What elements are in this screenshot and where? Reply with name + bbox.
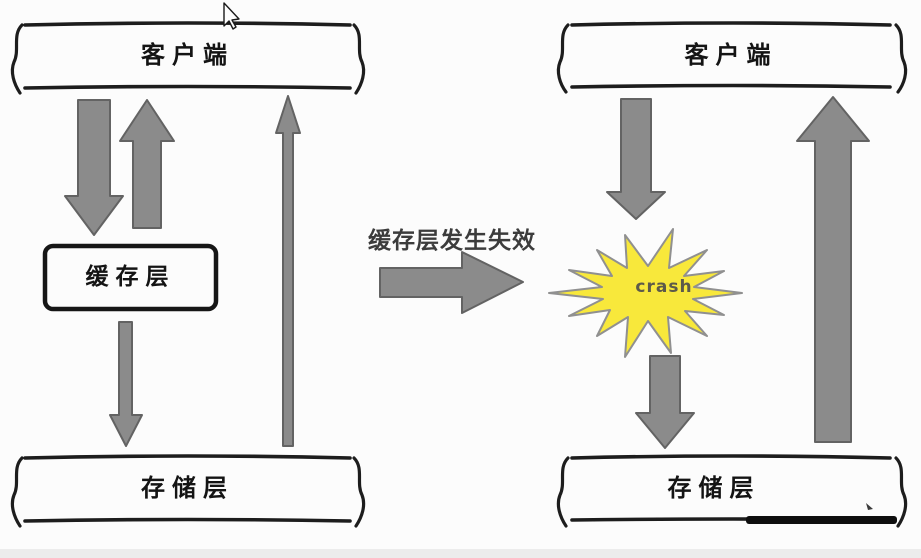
right-storage-box [556,454,908,528]
left-client-box [10,21,366,95]
left-arrow-cache-to-storage-down [109,321,143,447]
left-arrow-cache-to-client-up [119,99,175,229]
left-arrow-storage-to-client-up [275,95,301,447]
crash-starburst [548,228,743,358]
right-client-box [556,21,908,94]
right-arrow-client-to-crash-down [606,98,666,220]
storage-box-marker-underline [746,516,897,524]
left-client-label: 客户端 [141,40,234,69]
mouse-cursor-icon [223,2,240,30]
left-arrow-client-to-cache-down [64,99,124,236]
left-storage-label: 存储层 [141,473,234,502]
left-cache-label: 缓存层 [85,263,176,290]
crash-label: crash [635,277,693,297]
right-arrow-storage-to-client-up [796,96,870,443]
artifact-mark [866,503,873,510]
transition-caption: 缓存层发生失效 [368,228,536,254]
left-cache-box [42,243,219,312]
right-client-label: 客户端 [684,40,778,69]
right-arrow-crash-to-storage-down [635,355,695,449]
left-storage-box [10,454,366,528]
footer-strip [0,549,921,558]
transition-arrow-right [379,251,524,314]
right-storage-label: 存储层 [667,473,761,502]
